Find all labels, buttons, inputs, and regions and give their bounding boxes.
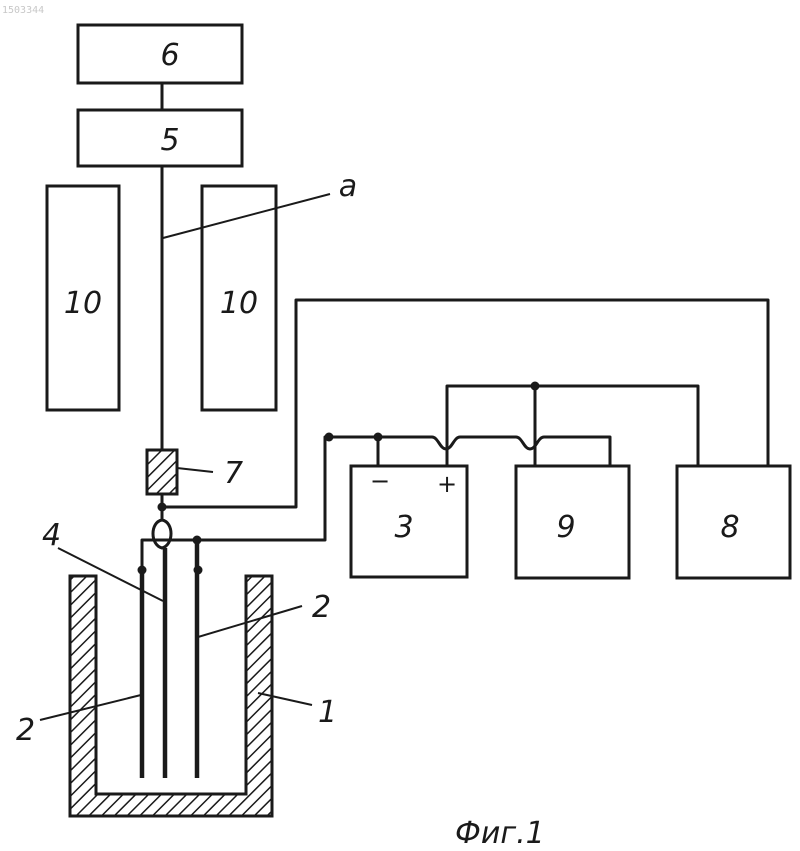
- vessel-1: [70, 576, 272, 816]
- callout-2-left: 2: [16, 713, 35, 748]
- wire-to-block-9: [432, 437, 610, 466]
- block-3-plus: +: [437, 470, 457, 498]
- block-9-label: 9: [556, 510, 575, 545]
- block-3: 3 − +: [351, 466, 467, 577]
- block-3-minus: −: [370, 467, 390, 495]
- block-10-right: 10: [202, 186, 276, 410]
- block-8: 8: [677, 466, 790, 578]
- element-7: [147, 450, 177, 494]
- block-9: 9: [516, 466, 629, 578]
- wire-plus-to-8: [447, 386, 698, 466]
- junction-electrode-right-lower: [194, 566, 203, 575]
- patent-stamp: 1503344: [2, 5, 44, 16]
- callout-1: 1: [318, 695, 337, 730]
- block-10-left: 10: [47, 186, 119, 410]
- crossover-loop: [153, 507, 171, 548]
- figure-caption: Фиг.1: [455, 816, 545, 851]
- callout-2-right: 2: [312, 590, 331, 625]
- callout-7: 7: [224, 456, 243, 491]
- callout-7-leader: [177, 468, 213, 472]
- block-5: 5: [78, 110, 242, 166]
- block-10-left-label: 10: [64, 286, 102, 321]
- junction-electrode-left: [138, 566, 147, 575]
- junction-supply-left: [325, 433, 334, 442]
- block-8-label: 8: [720, 510, 739, 545]
- block-6-label: 6: [160, 38, 179, 73]
- block-6: 6: [78, 25, 242, 83]
- block-3-label: 3: [394, 510, 413, 545]
- block-10-right-label: 10: [220, 286, 258, 321]
- callout-a: а: [339, 169, 357, 204]
- block-5-label: 5: [160, 123, 179, 158]
